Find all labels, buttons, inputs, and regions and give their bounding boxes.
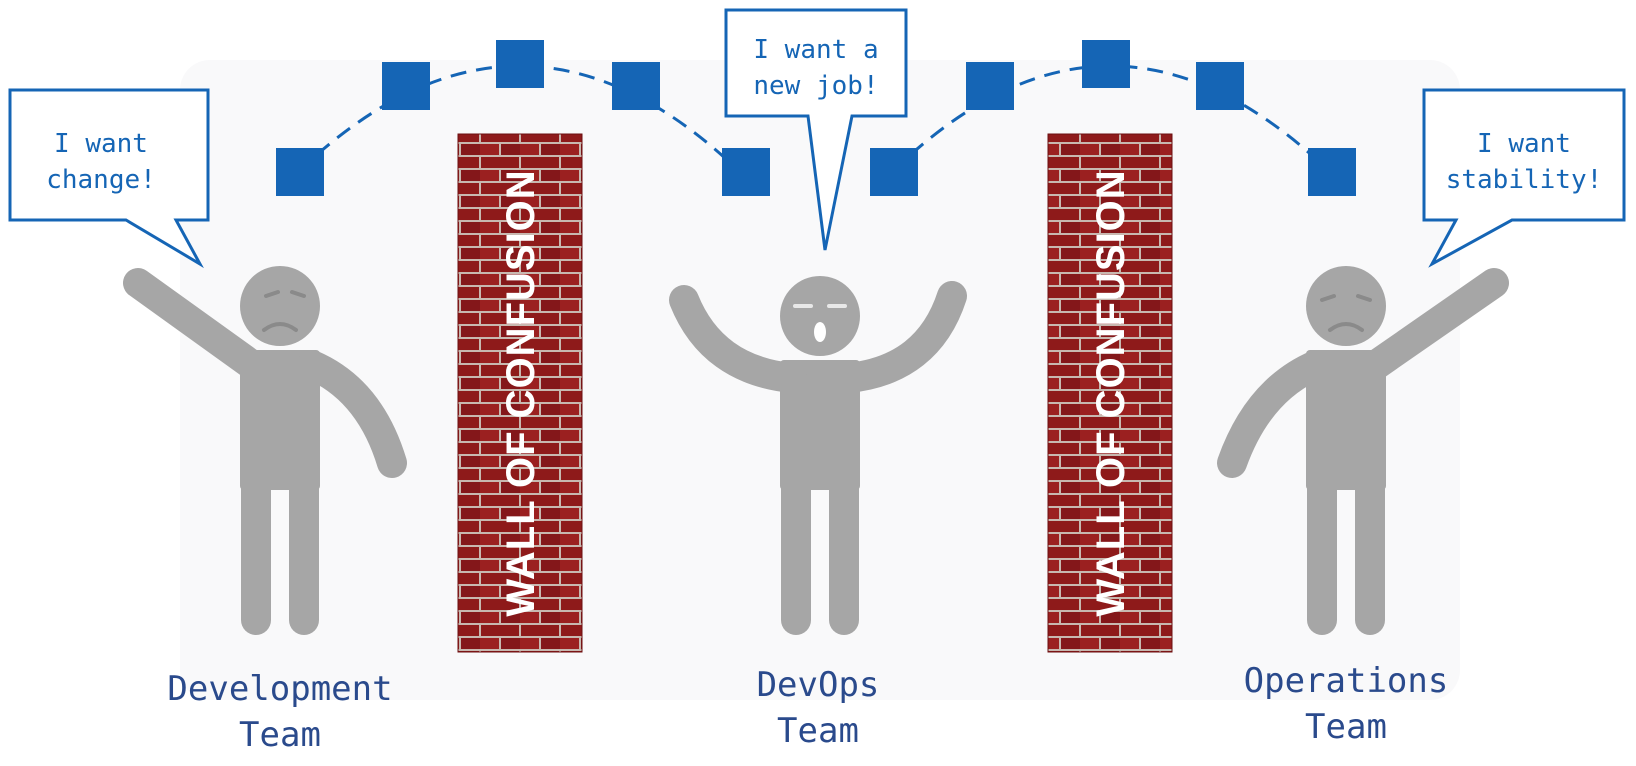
figure-devops — [669, 276, 967, 635]
open-mouth-icon — [814, 322, 826, 342]
bubble-dev-line1: I want — [54, 129, 148, 159]
frown-icon — [1328, 322, 1364, 332]
flow-square — [276, 148, 324, 196]
team-dev-line1: Development — [167, 669, 392, 709]
right-arc-flow — [870, 40, 1356, 196]
bubble-ops-line1: I want — [1477, 129, 1571, 159]
speech-bubble-devops: I want a new job! — [724, 8, 908, 251]
wall-left-label: WALL OF CONFUSION — [499, 169, 543, 616]
left-arc-flow — [276, 40, 770, 196]
wall-right: WALL OF CONFUSION — [1047, 133, 1173, 653]
sad-eyes-icon — [1320, 294, 1372, 302]
flow-square — [722, 148, 770, 196]
wall-left: WALL OF CONFUSION — [457, 133, 583, 653]
flow-square — [966, 62, 1014, 110]
team-ops-line1: Operations — [1244, 661, 1449, 701]
team-label-development: Development Team — [167, 669, 392, 755]
bubble-dev-line2: change! — [46, 165, 156, 195]
bubble-devops-line2: new job! — [753, 71, 878, 101]
flow-square — [1308, 148, 1356, 196]
team-dev-line2: Team — [239, 715, 321, 755]
team-devops-line1: DevOps — [757, 665, 880, 705]
wall-right-label: WALL OF CONFUSION — [1089, 169, 1133, 616]
flow-square — [382, 62, 430, 110]
speech-bubble-ops: I want stability! — [1422, 88, 1626, 268]
speech-bubble-dev: I want change! — [8, 88, 210, 269]
figure-development — [123, 266, 407, 635]
figure-operations — [1217, 266, 1509, 635]
sad-eyes-icon — [264, 290, 306, 298]
flow-square — [1196, 62, 1244, 110]
team-label-operations: Operations Team — [1244, 661, 1449, 747]
team-ops-line2: Team — [1305, 707, 1387, 747]
team-devops-line2: Team — [777, 711, 859, 751]
frown-icon — [262, 322, 298, 332]
team-label-devops: DevOps Team — [757, 665, 880, 751]
flow-square — [496, 40, 544, 88]
flow-square — [612, 62, 660, 110]
flow-square — [870, 148, 918, 196]
bubble-ops-line2: stability! — [1446, 165, 1603, 195]
bubble-devops-line1: I want a — [753, 35, 878, 65]
flow-square — [1082, 40, 1130, 88]
